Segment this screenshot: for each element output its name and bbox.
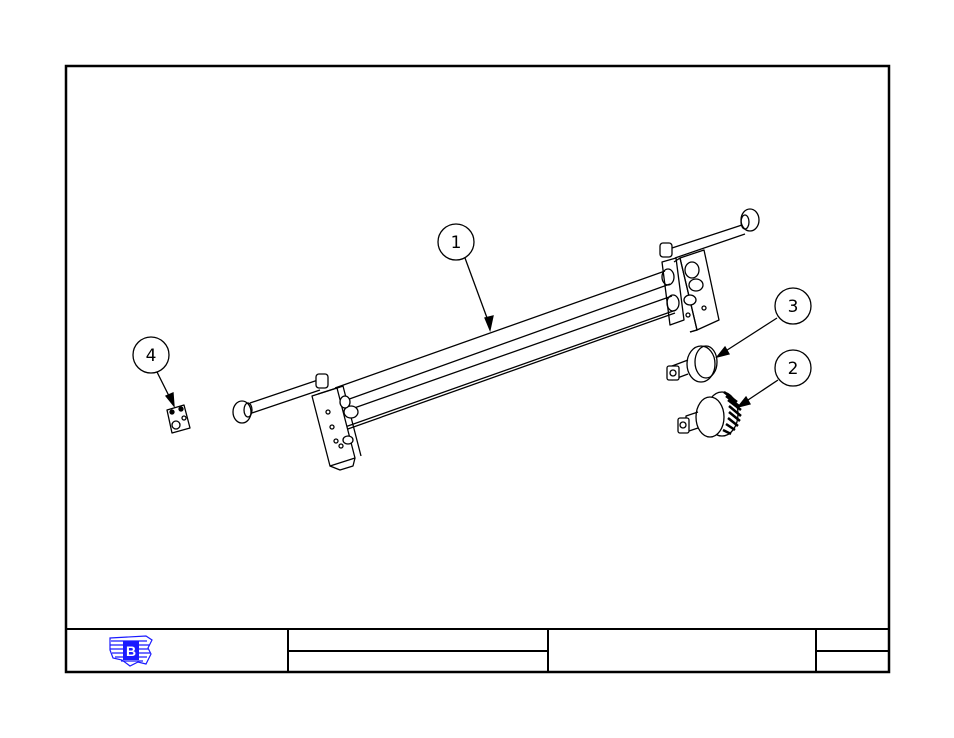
right-end-bracket (662, 250, 719, 332)
sheet-border (66, 66, 889, 672)
left-end-bracket (312, 386, 361, 470)
usa-map-logo-icon: B (110, 636, 152, 666)
logo-letter: B (126, 643, 136, 659)
callout-2-label: 2 (788, 359, 799, 379)
callout-1: 1 (438, 224, 493, 330)
right-shaft (660, 209, 759, 258)
part-2-geared-pulley (678, 392, 741, 437)
callout-2: 2 (738, 350, 811, 407)
part-3-hub (667, 346, 717, 382)
part-4-small-bracket (167, 405, 190, 433)
roller-tubes (335, 269, 679, 430)
callout-3: 3 (717, 288, 811, 357)
callout-1-label: 1 (451, 233, 462, 253)
title-block (66, 629, 889, 672)
callout-4: 4 (133, 337, 174, 406)
callout-3-label: 3 (788, 297, 799, 317)
callout-4-label: 4 (146, 346, 157, 366)
